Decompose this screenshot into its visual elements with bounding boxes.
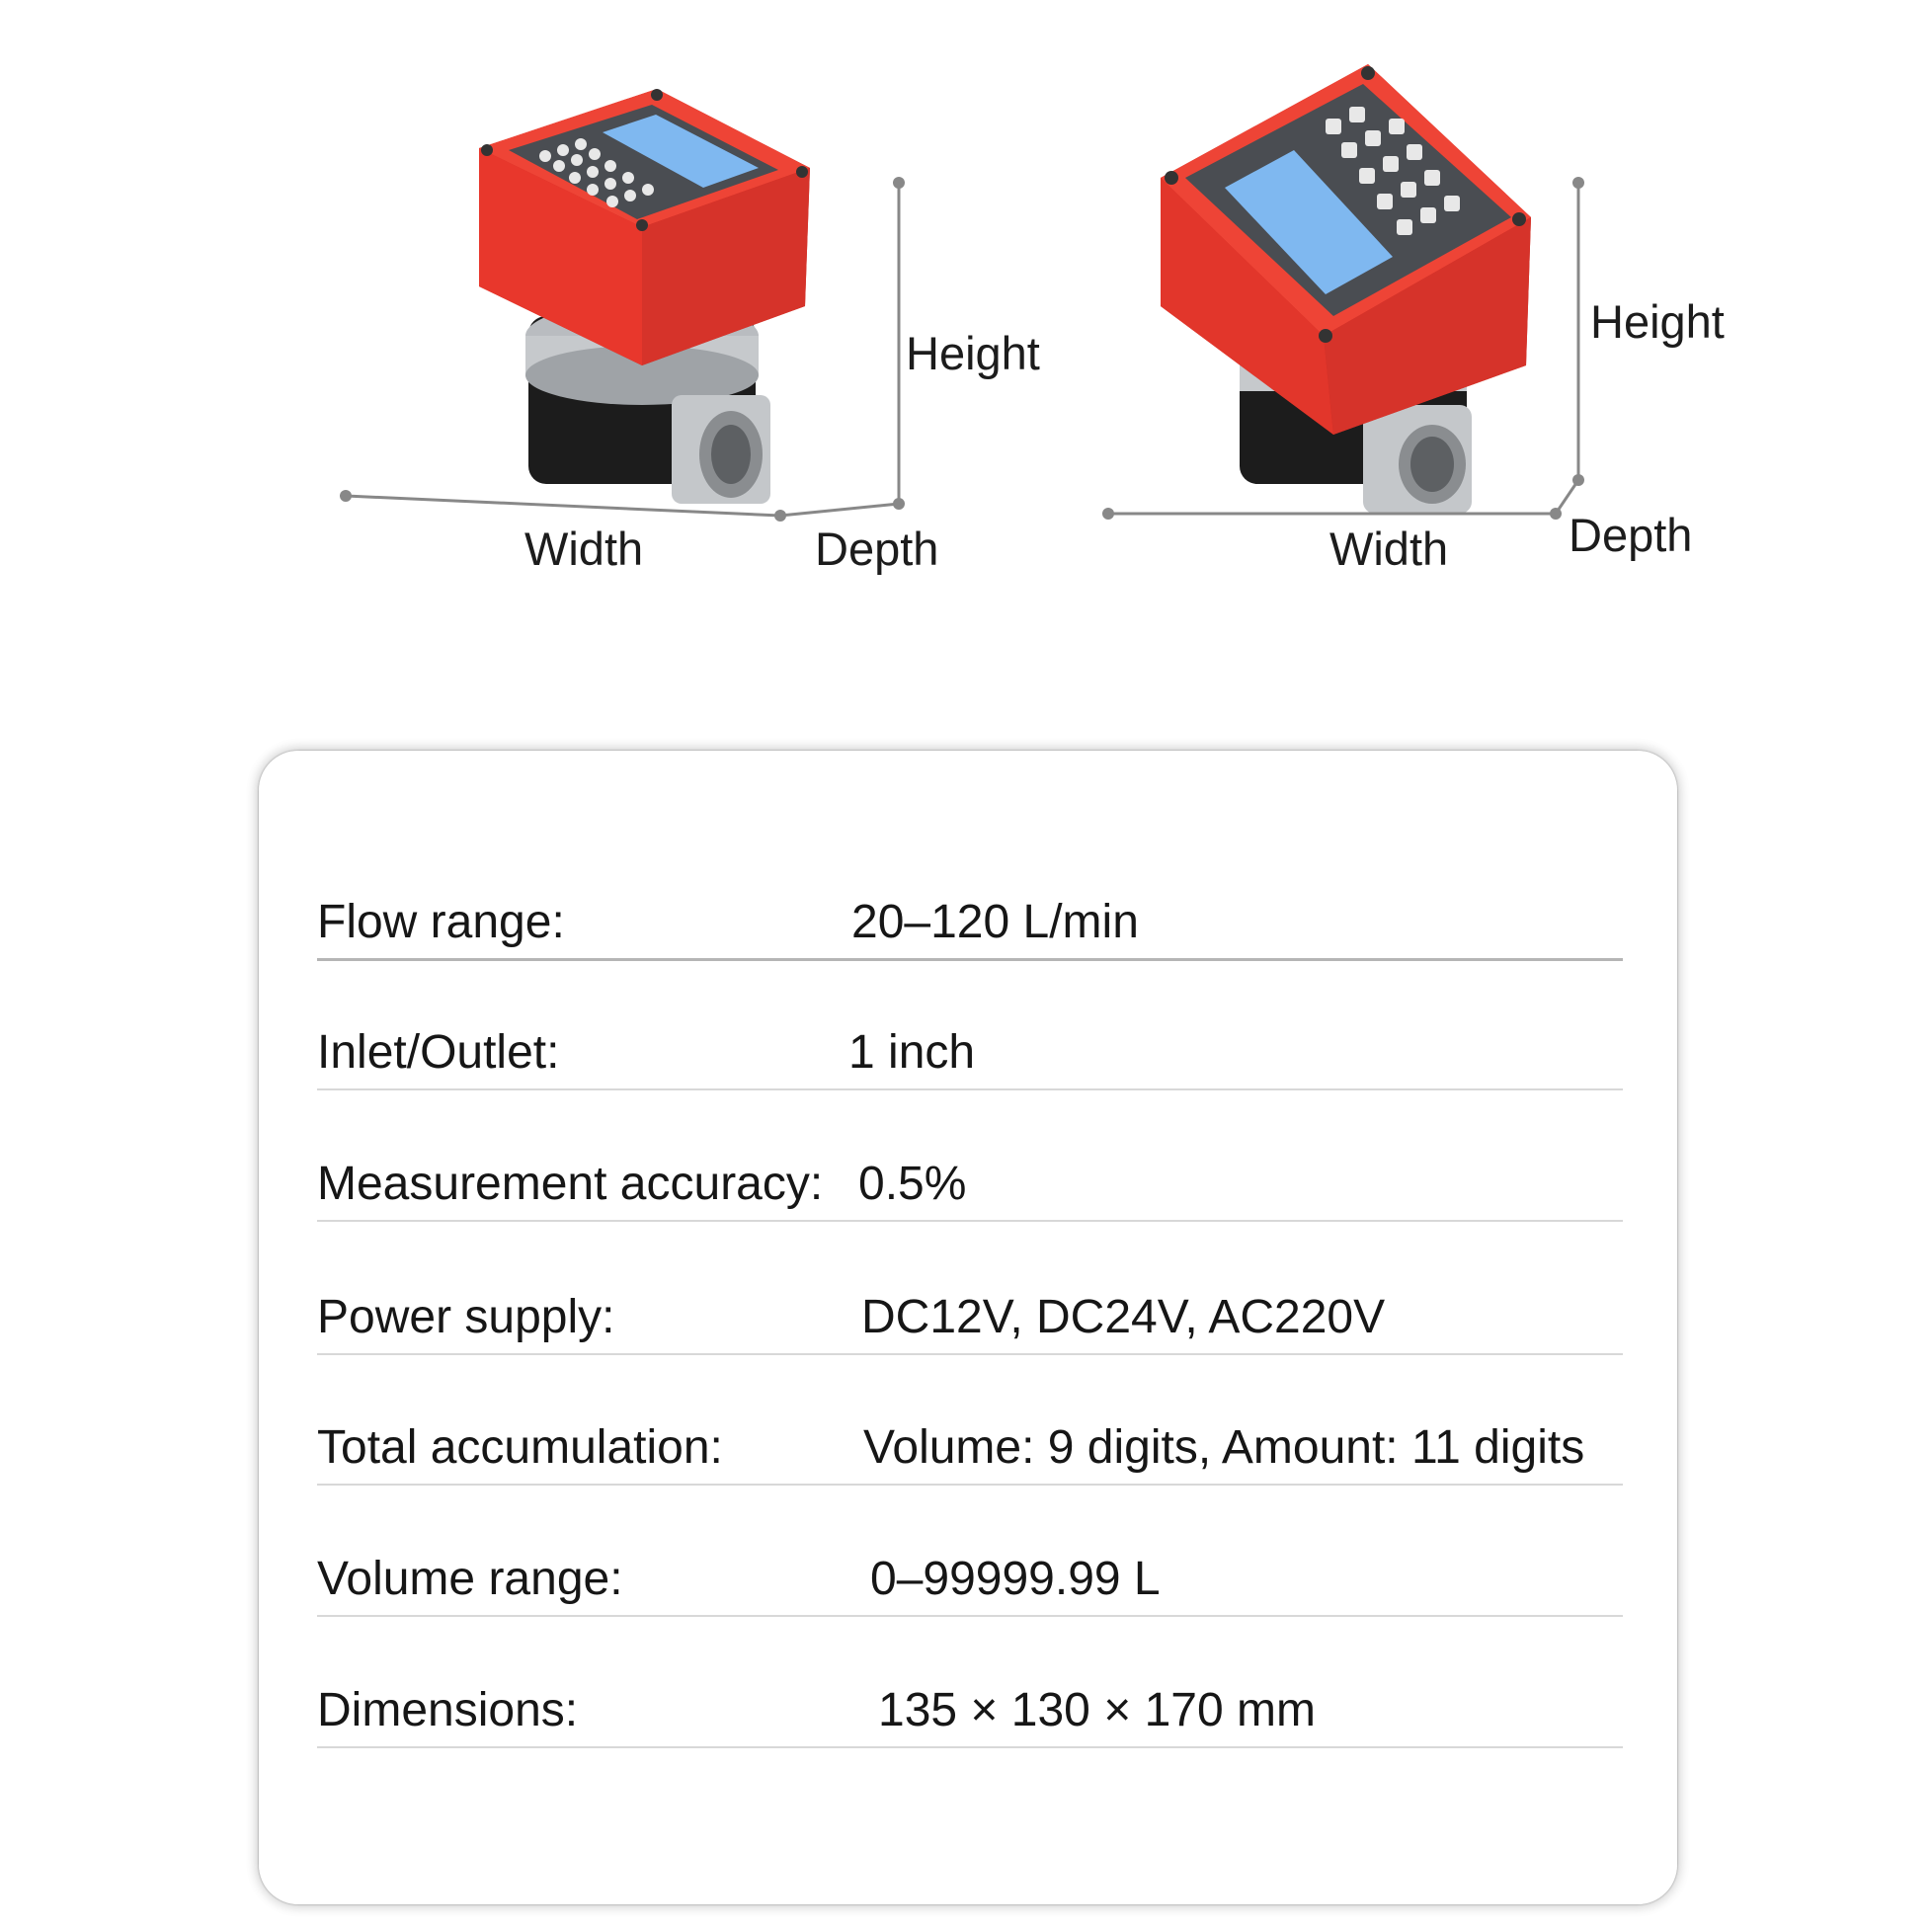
spec-value: 135 × 130 × 170 mm	[878, 1684, 1316, 1736]
spec-label: Measurement accuracy:	[317, 1158, 824, 1210]
height-label: Height	[906, 327, 1040, 379]
spec-label: Inlet/Outlet:	[317, 1026, 560, 1079]
meter-head	[479, 89, 810, 365]
spec-row-volume-range: Volume range: 0–99999.99 L	[317, 1490, 1623, 1617]
spec-value: 0.5%	[858, 1158, 967, 1210]
height-label: Height	[1590, 295, 1725, 348]
lcd-screen	[1225, 150, 1393, 294]
dimension-lines	[340, 177, 905, 522]
spec-label: Flow range:	[317, 896, 565, 948]
dimension-lines	[1102, 177, 1584, 520]
spec-value: DC12V, DC24V, AC220V	[861, 1291, 1386, 1343]
spec-row-inlet-outlet: Inlet/Outlet: 1 inch	[317, 964, 1623, 1090]
spec-value: 20–120 L/min	[851, 896, 1139, 948]
product-figure-left: Height Width Depth	[316, 40, 1126, 593]
spec-label: Volume range:	[317, 1553, 623, 1605]
product-figure-right: Height Width Depth	[1077, 40, 1768, 593]
spec-row-power-supply: Power supply: DC12V, DC24V, AC220V	[317, 1229, 1623, 1355]
spec-value: 0–99999.99 L	[870, 1553, 1161, 1605]
width-label: Width	[1329, 523, 1449, 575]
spec-row-accuracy: Measurement accuracy: 0.5%	[317, 1095, 1623, 1222]
lcd-screen	[603, 115, 759, 188]
spec-label: Total accumulation:	[317, 1421, 723, 1474]
width-label: Width	[524, 523, 644, 575]
spec-row-flow-range: Flow range: 20–120 L/min	[317, 834, 1623, 961]
spec-row-dimensions: Dimensions: 135 × 130 × 170 mm	[317, 1622, 1623, 1748]
depth-label: Depth	[815, 523, 939, 575]
spec-row-total-accumulation: Total accumulation: Volume: 9 digits, Am…	[317, 1359, 1623, 1486]
spec-label: Dimensions:	[317, 1684, 579, 1736]
depth-label: Depth	[1569, 509, 1693, 561]
meter-head	[1161, 64, 1531, 435]
spec-value: Volume: 9 digits, Amount: 11 digits	[863, 1421, 1585, 1474]
spec-card: Flow range: 20–120 L/min Inlet/Outlet: 1…	[259, 751, 1677, 1904]
flow-meter-illustration-left	[340, 89, 905, 522]
flow-meter-illustration-right	[1102, 64, 1584, 520]
spec-label: Power supply:	[317, 1291, 615, 1343]
spec-value: 1 inch	[848, 1026, 976, 1079]
